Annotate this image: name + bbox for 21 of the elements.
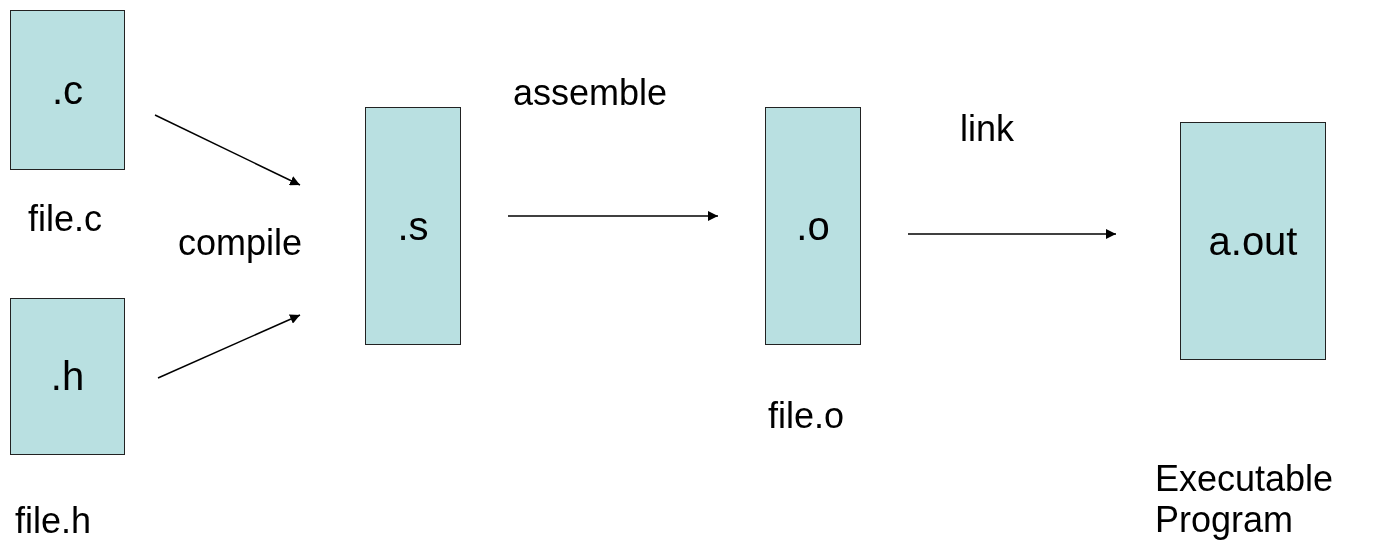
file-extension-label: .h xyxy=(50,354,85,399)
file-extension-label: .s xyxy=(397,203,429,249)
file-box xyxy=(10,298,125,455)
file-name-label: file.c xyxy=(28,198,103,240)
step-label: compile xyxy=(178,222,303,264)
file-name-label: file.o xyxy=(768,395,845,437)
file-box xyxy=(1180,122,1326,360)
file-extension-label: a.out xyxy=(1208,218,1298,264)
arrow xyxy=(157,314,301,379)
file-name-label: Executable Program xyxy=(1155,458,1335,541)
arrow xyxy=(907,229,1117,239)
edge-label: assemble xyxy=(513,72,668,114)
arrow xyxy=(507,211,719,221)
arrow xyxy=(154,114,301,186)
file-box xyxy=(365,107,461,345)
file-box xyxy=(765,107,861,345)
file-name-label: file.h xyxy=(15,500,92,542)
file-extension-label: .o xyxy=(796,203,830,249)
edge-label: link xyxy=(960,108,1015,150)
file-box xyxy=(10,10,125,170)
file-extension-label: .c xyxy=(51,67,84,113)
